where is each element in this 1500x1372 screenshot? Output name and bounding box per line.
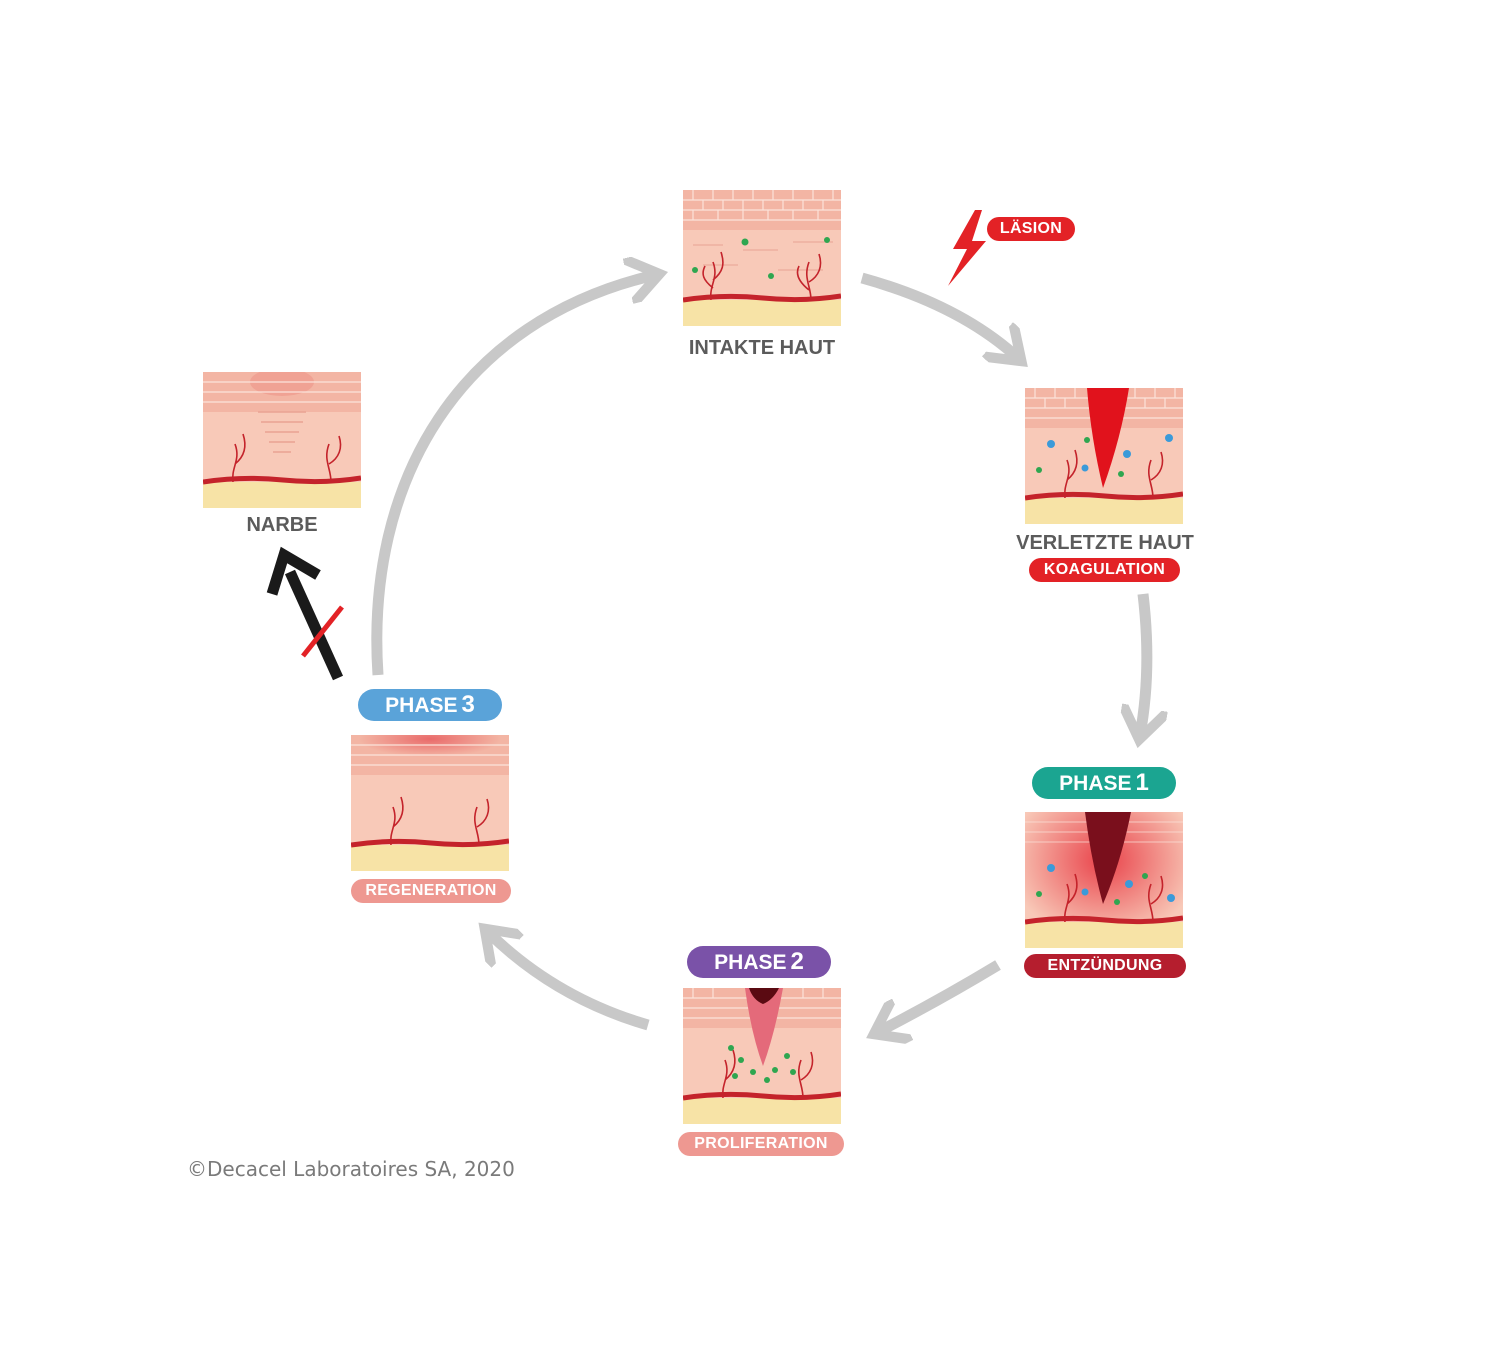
- arrow-phase1-to-phase2: [878, 960, 1001, 1032]
- skin-injured-image: [1025, 388, 1183, 524]
- label-intact-skin: INTAKTE HAUT: [688, 337, 836, 359]
- arrow-phase2-to-phase3: [488, 932, 650, 1031]
- skin-inflammation-image: [1025, 812, 1183, 948]
- lightning-bolt-icon: [948, 210, 986, 286]
- phase-3-word: PHASE: [385, 694, 458, 717]
- label-scar: NARBE: [246, 514, 318, 536]
- badge-proliferation: PROLIFERATION: [678, 1132, 844, 1156]
- badge-inflammation: ENTZÜNDUNG: [1024, 954, 1186, 978]
- skin-scar-image: [203, 372, 361, 508]
- badge-regeneration: REGENERATION: [351, 879, 511, 903]
- arrow-injured-to-phase1: [1140, 593, 1147, 735]
- phase-3-number: 3: [461, 691, 475, 718]
- skin-regeneration-image: [351, 735, 509, 871]
- skin-intact-image: [683, 190, 841, 326]
- strike-through-icon: [301, 605, 344, 658]
- copyright-text: ©Decacel Laboratoires SA, 2020: [187, 1157, 515, 1181]
- phase-1-word: PHASE: [1059, 772, 1132, 795]
- arrow-intact-to-injured: [860, 272, 1018, 358]
- phase-1-number: 1: [1135, 769, 1149, 796]
- skin-proliferation-image: [683, 988, 841, 1124]
- badge-lesion: LÄSION: [987, 217, 1075, 241]
- label-injured-skin: VERLETZTE HAUT: [1016, 532, 1194, 554]
- arrow-phase3-to-intact: [371, 275, 655, 676]
- arrow-phase3-to-scar: [266, 546, 344, 681]
- badge-coagulation: KOAGULATION: [1029, 558, 1180, 582]
- phase-2-word: PHASE: [714, 951, 787, 974]
- phase-2-number: 2: [790, 948, 804, 975]
